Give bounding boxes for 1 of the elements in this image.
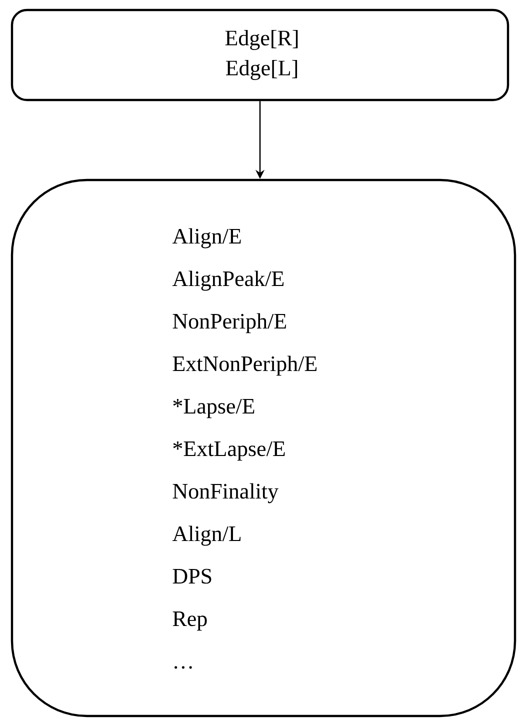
constraint-box: Align/E AlignPeak/E NonPeriph/E ExtNonPeriph/E *Lapse/E *ExtLapse/E NonFinality Align/L DPS Rep …	[10, 178, 516, 718]
